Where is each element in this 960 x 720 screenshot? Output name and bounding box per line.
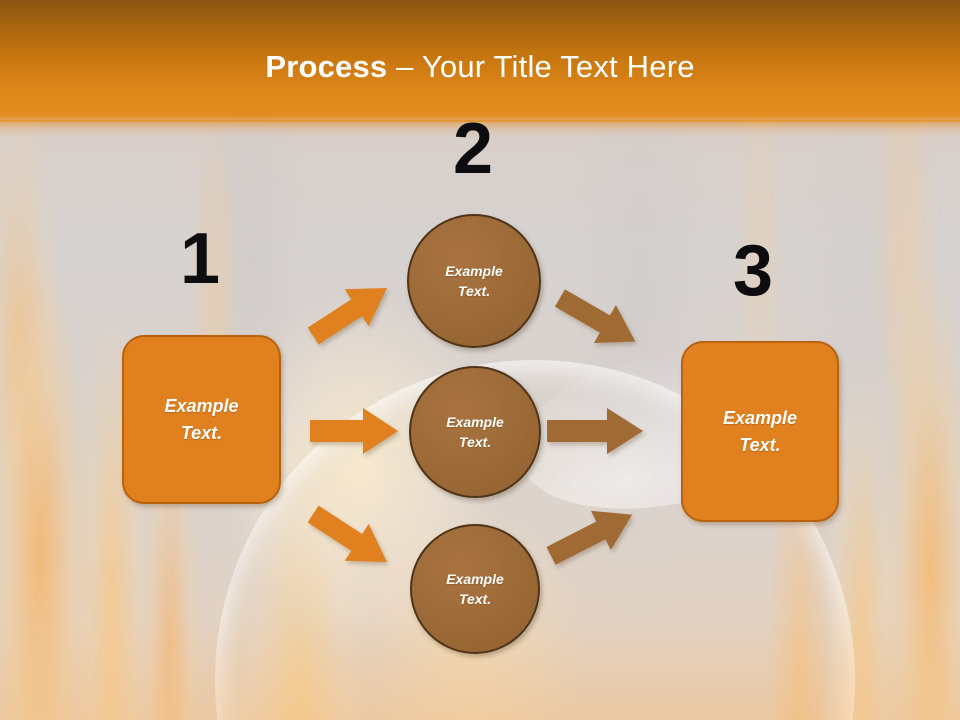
circle-middle-line1: Example <box>446 413 504 430</box>
process-box-start[interactable]: Example Text. <box>122 335 281 504</box>
arrow-start-to-circle-top <box>300 272 400 352</box>
process-circle-bottom-label: Example Text. <box>446 569 504 610</box>
process-circle-top[interactable]: Example Text. <box>407 214 541 348</box>
end-label-line2: Text. <box>739 434 781 455</box>
process-circle-middle[interactable]: Example Text. <box>409 366 541 498</box>
slide-title-strong: Process <box>265 49 388 84</box>
process-circle-bottom[interactable]: Example Text. <box>410 524 540 654</box>
circle-top-line1: Example <box>445 262 503 279</box>
slide-title: Process – Your Title Text Here <box>0 48 960 86</box>
step-number-1: 1 <box>179 219 221 299</box>
circle-middle-line2: Text. <box>458 434 492 450</box>
process-box-start-label: Example Text. <box>164 393 238 445</box>
step-number-3: 3 <box>732 231 774 311</box>
slide-title-rest: – Your Title Text Here <box>387 49 695 84</box>
start-label-line2: Text. <box>180 422 223 443</box>
process-circle-middle-label: Example Text. <box>446 412 504 453</box>
circle-bottom-line2: Text. <box>458 591 492 607</box>
process-box-end[interactable]: Example Text. <box>681 341 839 522</box>
start-label-line1: Example <box>164 396 239 417</box>
end-label-line1: Example <box>722 408 798 429</box>
title-bar: Process – Your Title Text Here <box>0 0 960 138</box>
process-circle-top-label: Example Text. <box>445 261 503 302</box>
circle-bottom-line1: Example <box>446 570 504 587</box>
arrow-start-to-circle-middle <box>308 404 400 458</box>
arrow-circle-top-to-end <box>548 282 648 358</box>
step-number-2: 2 <box>452 109 494 189</box>
arrow-start-to-circle-bottom <box>300 498 400 578</box>
process-box-end-label: Example Text. <box>723 405 797 457</box>
circle-top-line2: Text. <box>457 283 491 299</box>
arrow-circle-bottom-to-end <box>540 497 644 573</box>
arrow-circle-middle-to-end <box>545 404 645 458</box>
